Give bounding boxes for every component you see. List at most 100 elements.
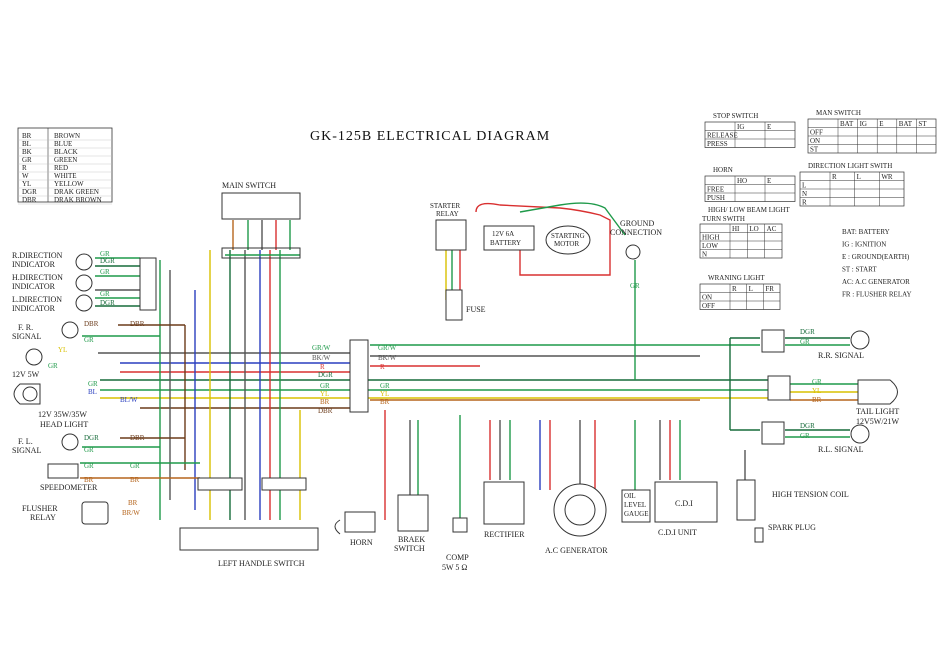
svg-text:BR: BR <box>320 398 330 406</box>
svg-text:HEAD LIGHT: HEAD LIGHT <box>40 420 88 429</box>
wire-labels: GR DGR GR GR DGR DBR DBR GR YL GR GR BL … <box>48 250 822 517</box>
legend-name: GREEN <box>54 156 77 164</box>
table-header: L <box>857 173 861 181</box>
svg-text:5W 5 Ω: 5W 5 Ω <box>442 563 467 572</box>
svg-text:BR: BR <box>380 398 390 406</box>
legend-name: DRAK BROWN <box>54 196 102 204</box>
svg-text:12V 6A: 12V 6A <box>492 230 514 238</box>
svg-text:SPEEDOMETER: SPEEDOMETER <box>40 483 98 492</box>
table-header: E <box>879 120 883 128</box>
svg-text:GR: GR <box>320 382 330 390</box>
svg-text:GR/W: GR/W <box>312 344 331 352</box>
table-title: STOP SWITCH <box>713 112 758 120</box>
legend-name: YELLOW <box>54 180 84 188</box>
high-tension-coil: HIGH TENSION COIL <box>736 479 849 521</box>
svg-text:R: R <box>320 363 325 371</box>
svg-text:GR: GR <box>100 268 110 276</box>
position-bulb: 12V 5W <box>12 348 43 379</box>
svg-text:OIL: OIL <box>624 492 636 500</box>
starting-motor: STARTING MOTOR <box>545 225 591 255</box>
svg-text:GAUGE: GAUGE <box>624 510 649 518</box>
svg-text:COMP: COMP <box>446 553 469 562</box>
svg-text:L.DIRECTION: L.DIRECTION <box>12 295 62 304</box>
legend-name: WHITE <box>54 172 77 180</box>
table-header: R <box>732 285 737 293</box>
svg-text:YL: YL <box>320 390 329 398</box>
svg-text:BATTERY: BATTERY <box>490 239 521 247</box>
svg-text:SIGNAL: SIGNAL <box>12 446 41 455</box>
svg-text:DGR: DGR <box>100 299 115 307</box>
table-header: HI <box>732 225 740 233</box>
cdi-unit: C.D.I C.D.I UNIT <box>654 481 718 537</box>
front-connector <box>139 257 157 311</box>
svg-text:GR: GR <box>130 462 140 470</box>
ac-generator: A.C GENERATOR <box>545 483 608 555</box>
svg-text:INDICATOR: INDICATOR <box>12 304 56 313</box>
legend-code: YL <box>22 180 31 188</box>
abbrev-line: AC: A.C GENERATOR <box>842 278 910 286</box>
svg-text:GR/W: GR/W <box>378 344 397 352</box>
svg-text:BK/W: BK/W <box>312 354 331 362</box>
tail-light: TAIL LIGHT 12V5W/21W <box>767 375 900 426</box>
comp-resistor: COMP 5W 5 Ω <box>442 517 469 572</box>
h-direction-indicator: H.DIRECTION INDICATOR <box>12 273 93 292</box>
table-row-label: ON <box>702 294 712 302</box>
fl-signal: F. L. SIGNAL <box>12 433 79 455</box>
svg-text:DBR: DBR <box>84 320 99 328</box>
legend-code: W <box>22 172 29 180</box>
svg-text:RECTIFIER: RECTIFIER <box>484 530 525 539</box>
table-title: HORN <box>713 166 733 174</box>
rectifier: RECTIFIER <box>483 481 525 539</box>
abbrev-line: BAT: BATTERY <box>842 228 890 236</box>
svg-text:R.DIRECTION: R.DIRECTION <box>12 251 63 260</box>
svg-text:MOTOR: MOTOR <box>554 240 579 248</box>
legend-code: DBR <box>22 196 37 204</box>
table-title: MAN SWITCH <box>816 109 861 117</box>
svg-text:INDICATOR: INDICATOR <box>12 260 56 269</box>
legend-code: R <box>22 164 27 172</box>
battery: 12V 6A BATTERY <box>483 225 535 251</box>
table-row-label: PRESS <box>707 140 728 148</box>
legend-row: GR GREEN <box>18 156 112 165</box>
table-title: DIRECTION LIGHT SWITH <box>808 162 892 170</box>
svg-text:DGR: DGR <box>800 328 815 336</box>
table-row-label: OFF <box>702 302 715 310</box>
svg-text:BK/W: BK/W <box>378 354 397 362</box>
svg-text:BR: BR <box>84 476 94 484</box>
svg-text:12V 5W: 12V 5W <box>12 370 40 379</box>
table-header: L <box>749 285 753 293</box>
svg-text:BR: BR <box>128 499 138 507</box>
table-subtitle: TURN SWITH <box>702 215 745 223</box>
rr-signal: R.R. SIGNAL <box>761 329 870 360</box>
table-header: E <box>767 177 771 185</box>
svg-text:H.DIRECTION: H.DIRECTION <box>12 273 63 282</box>
svg-text:BR: BR <box>812 396 822 404</box>
svg-text:GR: GR <box>88 380 98 388</box>
svg-text:FUSE: FUSE <box>466 305 486 314</box>
table-header: R <box>832 173 837 181</box>
spark-plug: SPARK PLUG <box>754 523 816 543</box>
legend-code: GR <box>22 156 32 164</box>
svg-text:HORN: HORN <box>350 538 373 547</box>
table-row-label: ON <box>810 137 820 145</box>
table-header: IG <box>860 120 867 128</box>
svg-text:INDICATOR: INDICATOR <box>12 282 56 291</box>
table-row-label: RELEASE <box>707 132 738 140</box>
svg-text:SPARK PLUG: SPARK PLUG <box>768 523 816 532</box>
svg-text:DGR: DGR <box>318 371 333 379</box>
legend-code: BL <box>22 140 31 148</box>
svg-text:A.C GENERATOR: A.C GENERATOR <box>545 546 608 555</box>
svg-text:TAIL LIGHT: TAIL LIGHT <box>856 407 899 416</box>
abbrev-line: E : GROUND(EARTH) <box>842 253 910 261</box>
table-header: LO <box>749 225 758 233</box>
legend-row: YL YELLOW <box>18 180 112 189</box>
